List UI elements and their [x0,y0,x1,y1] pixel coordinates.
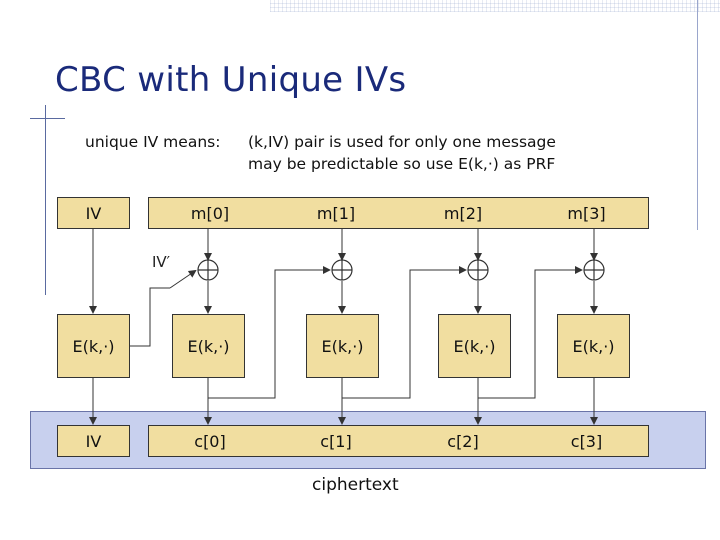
cipher-block-2: c[2] [401,425,526,457]
wire [169,269,197,289]
definition-line-2: may be predictable so use E(k,·) as PRF [248,155,556,173]
wire [208,266,331,399]
wire [342,266,467,399]
decorative-right-line [697,0,698,230]
message-block-2: m[2] [401,197,526,229]
slide-title: CBC with Unique IVs [55,60,407,100]
encrypt-box-1: E(k,·) [306,314,379,378]
message-block-label: m[0] [190,203,230,223]
iv-prime-label: IV′ [152,253,171,271]
cipher-block-label: c[3] [570,431,603,451]
encrypt-box-2: E(k,·) [438,314,511,378]
decorative-vertical-line [45,105,46,295]
message-block-label: m[1] [316,203,356,223]
encrypt-label: E(k,·) [72,336,115,356]
wire [478,266,583,399]
encrypt-box-3: E(k,·) [557,314,630,378]
encrypt-label: E(k,·) [321,336,364,356]
iv-label: IV [85,203,102,223]
cipher-iv-label: IV [85,431,102,451]
xor-gate-1-icon [331,259,353,281]
xor-gate-0-icon [197,259,219,281]
iv-block: IV [57,197,130,229]
encrypt-label: E(k,·) [187,336,230,356]
cipher-block-label: c[2] [447,431,479,451]
cipher-block-1: c[1] [271,425,402,457]
definition-label: unique IV means: [85,133,221,151]
decorative-horizontal-line [30,118,65,119]
wire [130,287,170,347]
definition-line-1: (k,IV) pair is used for only one message [248,133,556,151]
cipher-iv-block: IV [57,425,130,457]
xor-gate-2-icon [467,259,489,281]
message-block-label: m[3] [567,203,606,223]
encrypt-box-0: E(k,·) [172,314,245,378]
message-block-label: m[2] [443,203,483,223]
cipher-block-label: c[1] [320,431,352,451]
decorative-grid [270,0,720,12]
encrypt-label: E(k,·) [453,336,496,356]
encrypt-label: E(k,·) [572,336,615,356]
cipher-block-0: c[0] [148,425,272,457]
encrypt-box-iv: E(k,·) [57,314,130,378]
xor-gate-3-icon [583,259,605,281]
cipher-block-3: c[3] [525,425,649,457]
message-block-3: m[3] [525,197,649,229]
cipher-block-label: c[0] [194,431,226,451]
ciphertext-label: ciphertext [312,475,399,495]
